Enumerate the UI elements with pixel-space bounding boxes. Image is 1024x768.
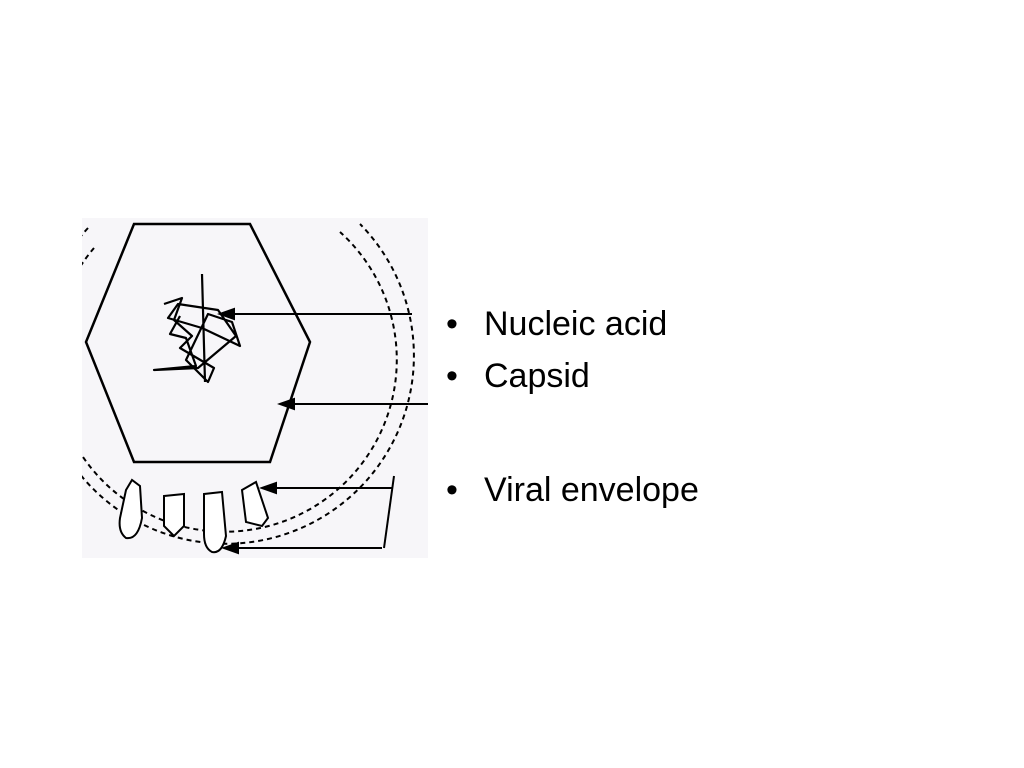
envelope-spike: [240, 480, 270, 528]
envelope-spike: [118, 478, 144, 540]
bullet: •: [446, 357, 458, 395]
virus-diagram-svg: [82, 218, 428, 558]
label-list: • Nucleic acid • Capsid • Viral envelope: [446, 298, 699, 516]
label-capsid: • Capsid: [446, 350, 699, 402]
nucleic-acid-strand: [152, 273, 242, 384]
label-nucleic-acid-text: Nucleic acid: [484, 305, 668, 343]
bullet: •: [446, 471, 458, 509]
arrow-spike-head: [221, 541, 239, 555]
capsid-hexagon: [84, 222, 312, 464]
arrow-nucleic-acid-head: [217, 307, 235, 321]
label-capsid-text: Capsid: [484, 357, 590, 395]
leader-connector-line: [383, 475, 395, 549]
bullet: •: [446, 305, 458, 343]
envelope-spike: [203, 490, 228, 554]
virus-diagram: [82, 218, 428, 558]
label-viral-envelope: • Viral envelope: [446, 464, 699, 516]
label-viral-envelope-text: Viral envelope: [484, 471, 699, 509]
envelope-outer-ring: [82, 223, 415, 545]
envelope-spike: [163, 492, 185, 538]
label-nucleic-acid: • Nucleic acid: [446, 298, 699, 350]
arrow-envelope-head: [259, 481, 277, 495]
arrow-capsid-head: [277, 397, 295, 411]
envelope-inner-ring: [82, 231, 398, 533]
